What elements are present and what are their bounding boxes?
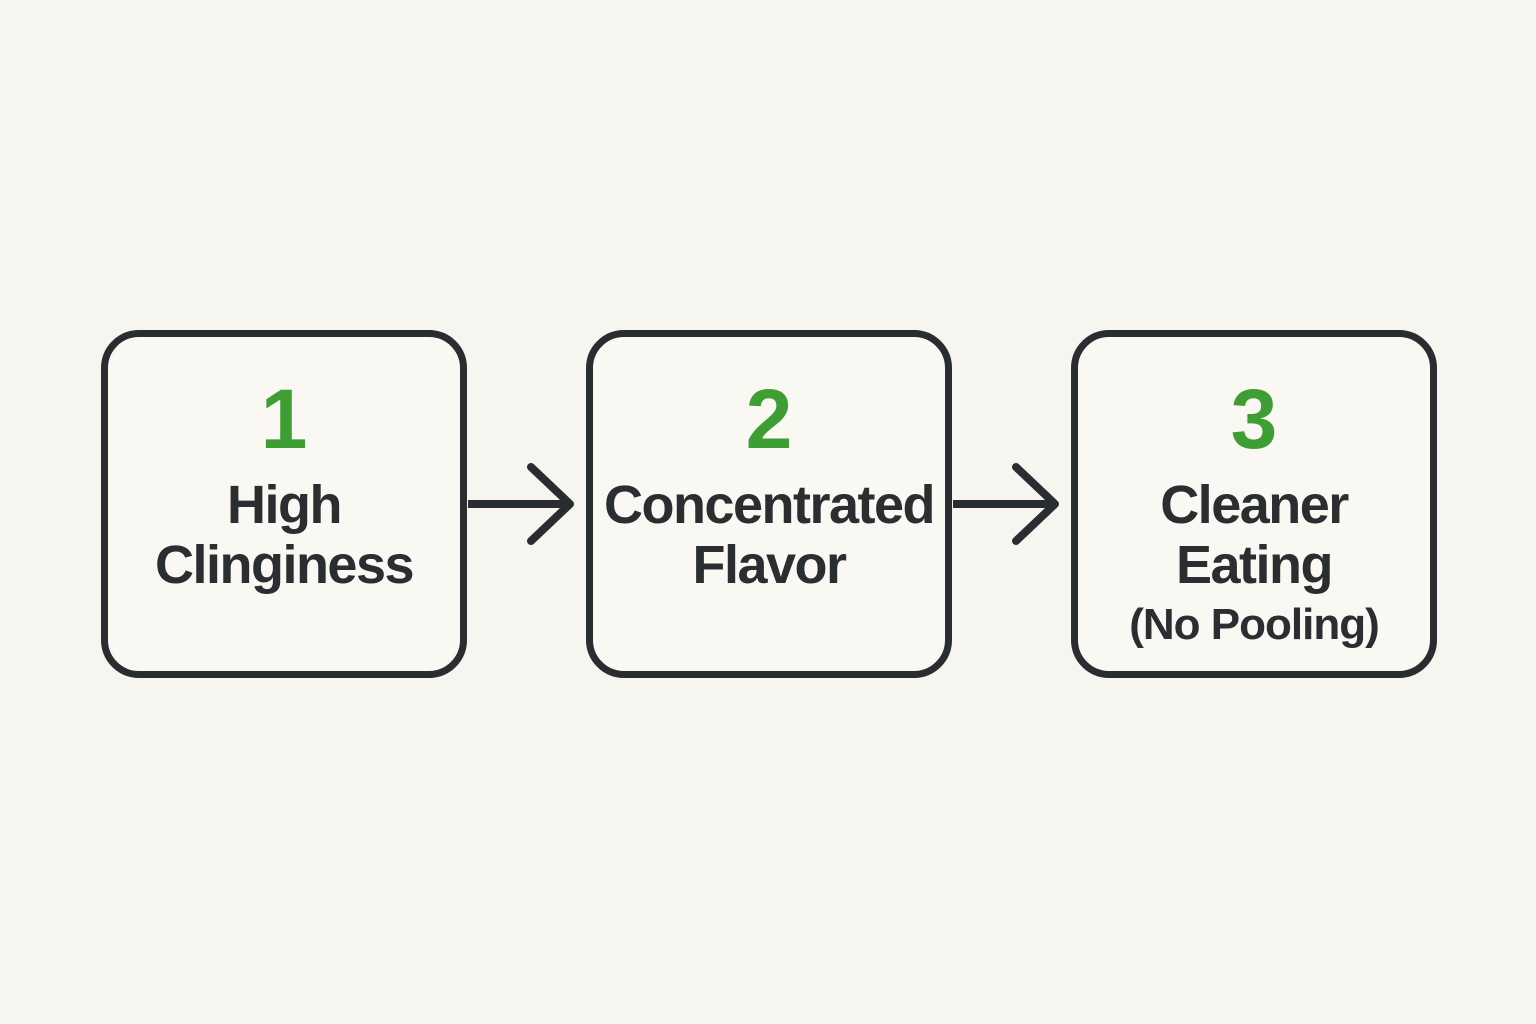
step-title-line-1: High [227,475,342,535]
step-title-line-1: Concentrated [603,475,936,535]
arrow-right-icon [952,463,1059,545]
step-number: 2 [745,372,793,466]
step-title-line-1: Cleaner [1160,475,1349,535]
step-subtitle: (No Pooling) [1129,599,1379,649]
step-box-1: 1 High Clinginess [101,330,467,678]
step-number: 3 [1230,372,1278,466]
step-box-3: 3 Cleaner Eating (No Pooling) [1071,330,1437,678]
step-number: 1 [260,372,308,466]
step-title-line-2: Clinginess [154,535,415,596]
step-box-2: 2 Concentrated Flavor [586,330,952,678]
step-title-line-2: Flavor [692,535,847,596]
arrow-right-icon [467,463,574,545]
step-title-line-2: Eating [1175,535,1334,596]
flow-diagram: 1 High Clinginess 2 Concentrated Flavor … [101,330,1437,678]
